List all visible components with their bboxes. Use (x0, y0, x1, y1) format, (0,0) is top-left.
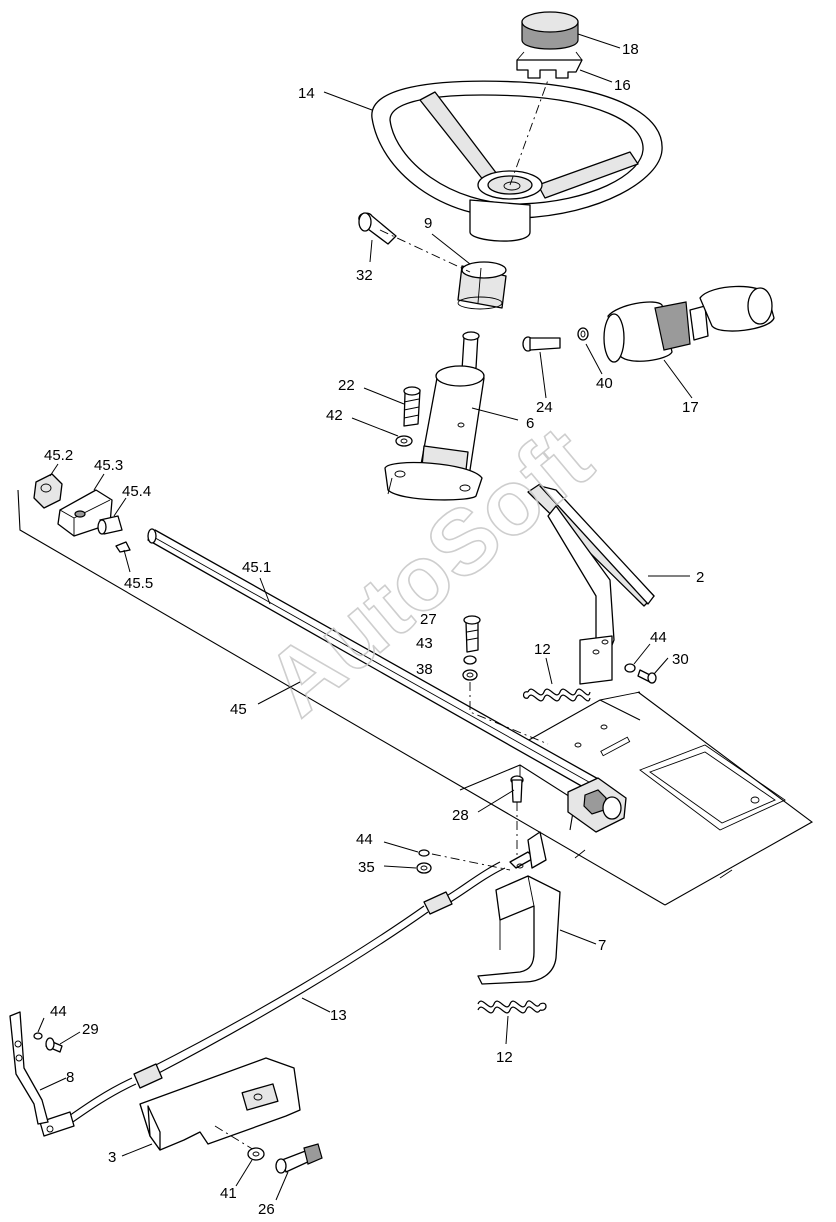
callout-labels: 18 16 14 9 32 22 42 6 24 40 17 45.2 45.3… (44, 41, 704, 1218)
split-bushing (457, 261, 507, 310)
callout-45: 45 (230, 701, 247, 718)
hydraulic-cylinder (603, 285, 775, 363)
bolt-28 (510, 775, 524, 803)
bolt-27 (463, 615, 481, 653)
shaft-pivot-block (567, 777, 627, 833)
nut-41 (247, 1147, 265, 1161)
callout-9: 9 (424, 215, 432, 232)
callout-28: 28 (452, 807, 469, 824)
callout-44-link: 44 (356, 831, 373, 848)
callout-24: 24 (536, 399, 553, 416)
callout-12-upper: 12 (534, 641, 551, 658)
sleeve-45-4 (97, 515, 123, 535)
callout-45-5: 45.5 (124, 575, 153, 592)
brake-pedal (527, 483, 655, 685)
callout-30: 30 (672, 651, 689, 668)
callout-16: 16 (614, 77, 631, 94)
lock-washer-44-pedal (624, 663, 636, 673)
callout-45-3: 45.3 (94, 457, 123, 474)
lock-washer-44-arm (33, 1032, 43, 1040)
cap-screw (403, 386, 421, 427)
washer-38 (462, 669, 478, 681)
callout-45-2: 45.2 (44, 447, 73, 464)
floor-plate (17, 489, 814, 906)
return-spring-lower (477, 1000, 547, 1014)
leader-lines (37, 33, 693, 1201)
washer-42 (395, 435, 413, 447)
washer-43 (463, 655, 477, 665)
callout-12-lower: 12 (496, 1049, 513, 1066)
callout-29: 29 (82, 1021, 99, 1038)
bolt-26 (275, 1143, 323, 1174)
callout-45-4: 45.4 (122, 483, 151, 500)
callout-41: 41 (220, 1185, 237, 1202)
callout-32: 32 (356, 267, 373, 284)
callout-7: 7 (598, 937, 606, 954)
cable-bracket (477, 851, 561, 985)
callout-27: 27 (420, 611, 437, 628)
callout-26: 26 (258, 1201, 275, 1218)
callout-44-arm: 44 (50, 1003, 67, 1020)
return-spring-upper (522, 688, 591, 702)
callout-42: 42 (326, 407, 343, 424)
callout-3: 3 (108, 1149, 116, 1166)
callout-45-1: 45.1 (242, 559, 271, 576)
callout-13: 13 (330, 1007, 347, 1024)
callout-18: 18 (622, 41, 639, 58)
callout-2: 2 (696, 569, 704, 586)
lock-washer-44-link (418, 849, 430, 857)
callout-44-pedal: 44 (650, 629, 667, 646)
callout-22: 22 (338, 377, 355, 394)
callout-38: 38 (416, 661, 433, 678)
callout-17: 17 (682, 399, 699, 416)
callout-43: 43 (416, 635, 433, 652)
callout-8: 8 (66, 1069, 74, 1086)
bolt-29 (45, 1037, 63, 1053)
key-45-5 (115, 541, 131, 553)
callout-6: 6 (526, 415, 534, 432)
callout-14: 14 (298, 85, 315, 102)
control-cable (39, 831, 547, 1137)
clevis-pin (522, 336, 561, 352)
mounting-bracket (139, 1057, 301, 1151)
horn-cap (521, 11, 579, 50)
nut-35 (416, 862, 432, 874)
callout-35: 35 (358, 859, 375, 876)
steering-wheel (371, 79, 663, 242)
pivot-arm (9, 1011, 49, 1125)
pin-bolt (358, 212, 397, 245)
callout-40: 40 (596, 375, 613, 392)
washer-40 (577, 327, 589, 341)
bolt-30 (637, 669, 657, 684)
cap-block-45-2 (33, 473, 63, 509)
retaining-clip (516, 51, 583, 79)
steering-column (384, 331, 485, 501)
